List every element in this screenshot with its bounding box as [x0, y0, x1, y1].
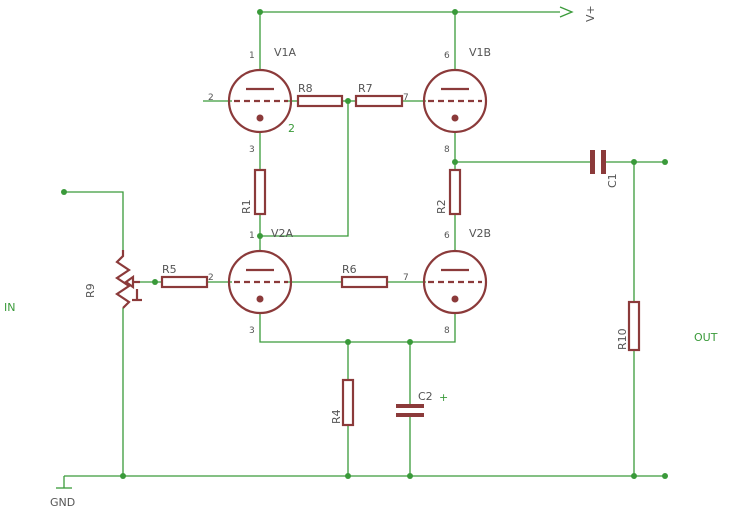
resistor-r7 — [354, 94, 404, 108]
junction-dot — [452, 9, 458, 15]
pin-v2b-grid: 7 — [403, 273, 409, 283]
tube-v1b — [422, 68, 488, 134]
pin-v1a-grid: 2 — [208, 93, 214, 103]
wire-v2-cathodes — [259, 312, 456, 343]
pin-v1b-cathode: 8 — [444, 145, 450, 155]
label-c1: C1 — [606, 173, 619, 188]
label-c2: C2 — [418, 390, 433, 403]
label-r6: R6 — [342, 263, 357, 276]
tube-v2b — [422, 249, 488, 315]
junction-dot — [120, 473, 126, 479]
junctions — [61, 9, 668, 479]
vplus-arrow — [559, 6, 574, 18]
wire-in-r9 — [64, 191, 124, 250]
resistor-r1 — [253, 168, 267, 216]
junction-dot — [61, 189, 67, 195]
junction-dot — [452, 159, 458, 165]
resistor-r10 — [627, 300, 641, 352]
pin-v2b-cathode: 8 — [444, 326, 450, 336]
pin-v2a-cathode: 3 — [249, 326, 255, 336]
junction-dot — [345, 473, 351, 479]
label-in: IN — [4, 301, 15, 314]
label-r9: R9 — [84, 283, 97, 298]
wire-r8r7-node-v2a — [260, 101, 349, 237]
junction-dot — [257, 233, 263, 239]
pin-v2a-plate: 1 — [249, 231, 255, 241]
junction-dot — [662, 473, 668, 479]
label-r1: R1 — [240, 199, 253, 214]
capacitor-c2 — [396, 404, 424, 417]
junction-dot — [662, 159, 668, 165]
pin-v1a-cathode: 3 — [249, 145, 255, 155]
label-v1b: V1B — [469, 46, 491, 59]
resistor-r2 — [448, 168, 462, 216]
tube-v2a — [227, 249, 293, 315]
potentiometer-r9 — [115, 250, 142, 309]
pin-v1b-grid: 7 — [403, 93, 409, 103]
junction-dot — [345, 98, 351, 104]
pin-v1a-plate: 1 — [249, 51, 255, 61]
pin-v2b-plate: 6 — [444, 231, 450, 241]
label-out: OUT — [694, 331, 718, 344]
pin-v2a-grid: 2 — [208, 273, 214, 283]
label-r4: R4 — [330, 409, 343, 424]
tube-v1a — [227, 68, 293, 134]
capacitor-c1 — [590, 150, 606, 174]
junction-dot — [345, 339, 351, 345]
label-r10: R10 — [616, 328, 629, 350]
resistor-r5 — [160, 275, 209, 289]
label-r7: R7 — [358, 82, 373, 95]
label-v1a: V1A — [274, 46, 297, 59]
junction-dot — [407, 473, 413, 479]
label-r8: R8 — [298, 82, 313, 95]
resistor-r8 — [296, 94, 344, 108]
junction-dot — [631, 159, 637, 165]
label-v1a-grid-marker: 2 — [288, 122, 295, 135]
label-v2a: V2A — [271, 227, 294, 240]
label-r5: R5 — [162, 263, 177, 276]
junction-dot — [407, 339, 413, 345]
pin-v1b-plate: 6 — [444, 51, 450, 61]
label-v2b: V2B — [469, 227, 491, 240]
resistor-r4 — [341, 378, 355, 427]
resistor-r6 — [340, 275, 389, 289]
junction-dot — [257, 9, 263, 15]
label-c2-polarity: + — [439, 391, 448, 404]
junction-dot — [152, 279, 158, 285]
label-vplus: V+ — [584, 5, 597, 22]
label-gnd: GND — [50, 496, 75, 509]
junction-dot — [631, 473, 637, 479]
label-r2: R2 — [435, 199, 448, 214]
